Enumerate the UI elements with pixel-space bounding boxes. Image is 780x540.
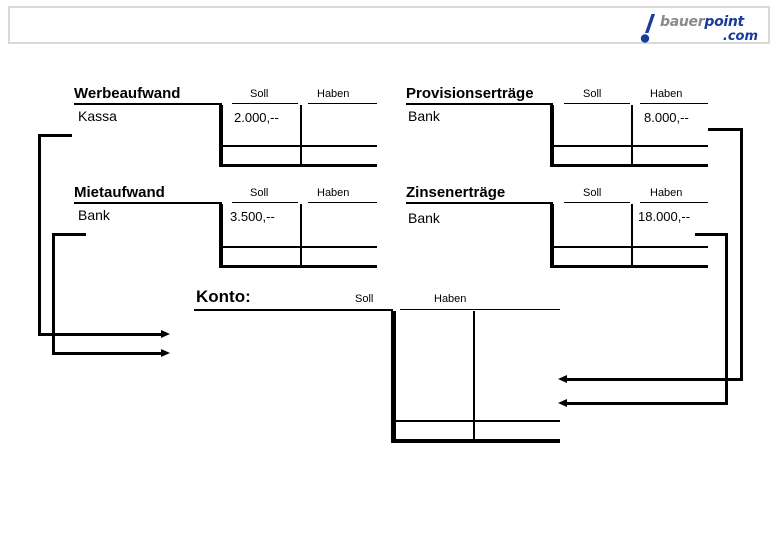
exclamation-mark-icon (640, 14, 655, 43)
arrowhead-right-icon (161, 349, 170, 357)
t-bottom-line (391, 439, 560, 443)
column-header-haben: Haben (434, 293, 467, 305)
t-subtotal-line (219, 246, 377, 248)
title-underline (74, 202, 222, 204)
haben-underline (308, 202, 377, 203)
t-subtotal-line (391, 420, 560, 422)
account-title: Mietaufwand (74, 184, 165, 201)
credit-amount: 18.000,-- (638, 209, 691, 224)
connector-segment-bottom (567, 402, 728, 405)
logo-word-point: point (704, 14, 744, 30)
logo-wordmark: bauerpoint (660, 14, 744, 30)
bauerpoint-logo: bauerpoint .com (640, 12, 758, 44)
debit-amount: 2.000,-- (234, 110, 279, 125)
contra-account-label: Bank (408, 210, 440, 226)
arrowhead-right-icon (161, 330, 170, 338)
credit-amount: 8.000,-- (644, 110, 689, 125)
t-subtotal-line (550, 145, 708, 147)
logo-dotcom: .com (722, 29, 758, 44)
connector-segment-bottom (38, 333, 164, 336)
column-header-soll: Soll (583, 88, 602, 100)
contra-account-label: Kassa (78, 108, 117, 124)
t-column-divider (300, 204, 302, 267)
connector-segment-vertical (725, 233, 728, 404)
t-column-divider (473, 311, 475, 441)
t-center-divider (219, 204, 223, 267)
haben-underline (640, 103, 708, 104)
haben-underline (308, 103, 377, 104)
column-header-soll: Soll (583, 187, 602, 199)
t-center-divider (550, 204, 554, 267)
column-header-haben: Haben (650, 88, 683, 100)
column-header-soll: Soll (355, 293, 374, 305)
connector-segment-vertical (740, 128, 743, 380)
connector-segment-top (695, 233, 728, 236)
soll-underline (564, 202, 630, 203)
connector-segment-vertical (38, 134, 41, 335)
title-underline (74, 103, 222, 105)
haben-underline (425, 309, 560, 310)
soll-underline (232, 202, 298, 203)
t-center-divider (219, 105, 223, 166)
account-title: Provisionserträge (406, 85, 534, 102)
arrowhead-left-icon (558, 375, 567, 383)
column-header-haben: Haben (317, 187, 350, 199)
column-header-haben: Haben (317, 88, 350, 100)
account-title: Werbeaufwand (74, 85, 181, 102)
title-underline (406, 202, 553, 204)
connector-segment-bottom (52, 352, 164, 355)
t-center-divider (550, 105, 554, 166)
contra-account-label: Bank (78, 207, 110, 223)
t-bottom-line (550, 265, 708, 268)
t-column-divider (631, 204, 633, 267)
soll-underline (232, 103, 298, 104)
logo-word-bauer: bauer (660, 14, 705, 30)
arrowhead-left-icon (558, 399, 567, 407)
t-column-divider (300, 105, 302, 166)
t-bottom-line (219, 164, 377, 167)
soll-underline (564, 103, 630, 104)
account-title: Zinsenerträge (406, 184, 506, 201)
t-column-divider (631, 105, 633, 166)
connector-segment-top (708, 128, 743, 131)
column-header-soll: Soll (250, 187, 269, 199)
haben-underline (640, 202, 708, 203)
header-bar: bauerpoint .com (8, 6, 770, 44)
contra-account-label: Bank (408, 108, 440, 124)
t-bottom-line (219, 265, 377, 268)
account-title: Konto: (196, 287, 251, 306)
connector-segment-bottom (567, 378, 743, 381)
t-center-divider (391, 311, 396, 441)
connector-segment-vertical (52, 233, 55, 355)
t-bottom-line (550, 164, 708, 167)
debit-amount: 3.500,-- (230, 209, 275, 224)
connector-segment-top (52, 233, 86, 236)
title-underline (194, 309, 393, 311)
connector-segment-top (38, 134, 72, 137)
t-subtotal-line (219, 145, 377, 147)
title-underline (406, 103, 553, 105)
t-subtotal-line (550, 246, 708, 248)
column-header-haben: Haben (650, 187, 683, 199)
column-header-soll: Soll (250, 88, 269, 100)
